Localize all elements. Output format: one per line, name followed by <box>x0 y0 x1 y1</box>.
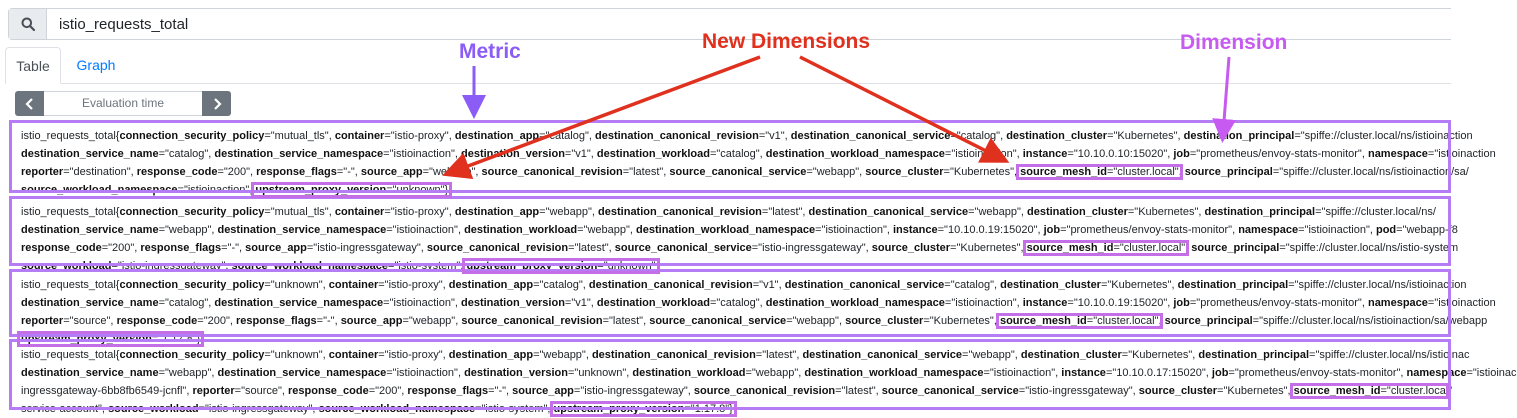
series-label-line: istio_requests_total{connection_security… <box>21 349 1470 361</box>
annotation-new-dimensions: New Dimensions <box>702 30 871 53</box>
expression-input[interactable] <box>59 9 1439 39</box>
arrow-dimension <box>1212 56 1237 143</box>
series-label-line: reporter="destination", response_code="2… <box>21 166 1469 178</box>
chevron-left-icon <box>24 97 33 110</box>
series-label-line: istio_requests_total{connection_security… <box>21 206 1436 218</box>
annotation-metric: Metric <box>459 40 521 63</box>
arrow-new-dim-right <box>799 55 1010 163</box>
tab-table[interactable]: Table <box>5 47 61 84</box>
search-button[interactable] <box>9 9 47 39</box>
series-label-line: istio_requests_total{connection_security… <box>21 130 1473 142</box>
search-icon <box>21 17 35 32</box>
evaluation-time-control: Evaluation time <box>15 91 231 116</box>
annotation-dimension: Dimension <box>1180 31 1288 54</box>
evaluation-time-input[interactable]: Evaluation time <box>44 91 202 116</box>
series-label-line: reporter="source", response_code="200", … <box>21 315 1488 327</box>
table-row: istio_requests_total{connection_security… <box>15 346 1517 418</box>
series-label-line: ingressgateway-6bb8fb6549-jcnfl", report… <box>21 385 1453 397</box>
tab-bar: Table Graph <box>5 47 1451 84</box>
table-row: istio_requests_total{connection_security… <box>15 276 1496 348</box>
tab-graph[interactable]: Graph <box>76 57 116 73</box>
series-label-line: destination_service_name="catalog", dest… <box>21 148 1496 160</box>
series-label-line: istio_requests_total{connection_security… <box>21 279 1467 291</box>
series-label-line: destination_service_name="webapp", desti… <box>21 224 1458 236</box>
annotation-arrows <box>442 55 1237 179</box>
series-label-line: destination_service_name="webapp", desti… <box>21 367 1517 379</box>
chevron-right-icon <box>213 97 222 110</box>
arrow-new-dim-left <box>442 55 761 179</box>
eval-prev-button[interactable] <box>15 91 44 116</box>
series-label-line: destination_service_name="catalog", dest… <box>21 297 1496 309</box>
eval-next-button[interactable] <box>202 91 231 116</box>
series-label-line: response_code="200", response_flags="-",… <box>21 242 1459 254</box>
search-bar <box>8 8 1451 40</box>
